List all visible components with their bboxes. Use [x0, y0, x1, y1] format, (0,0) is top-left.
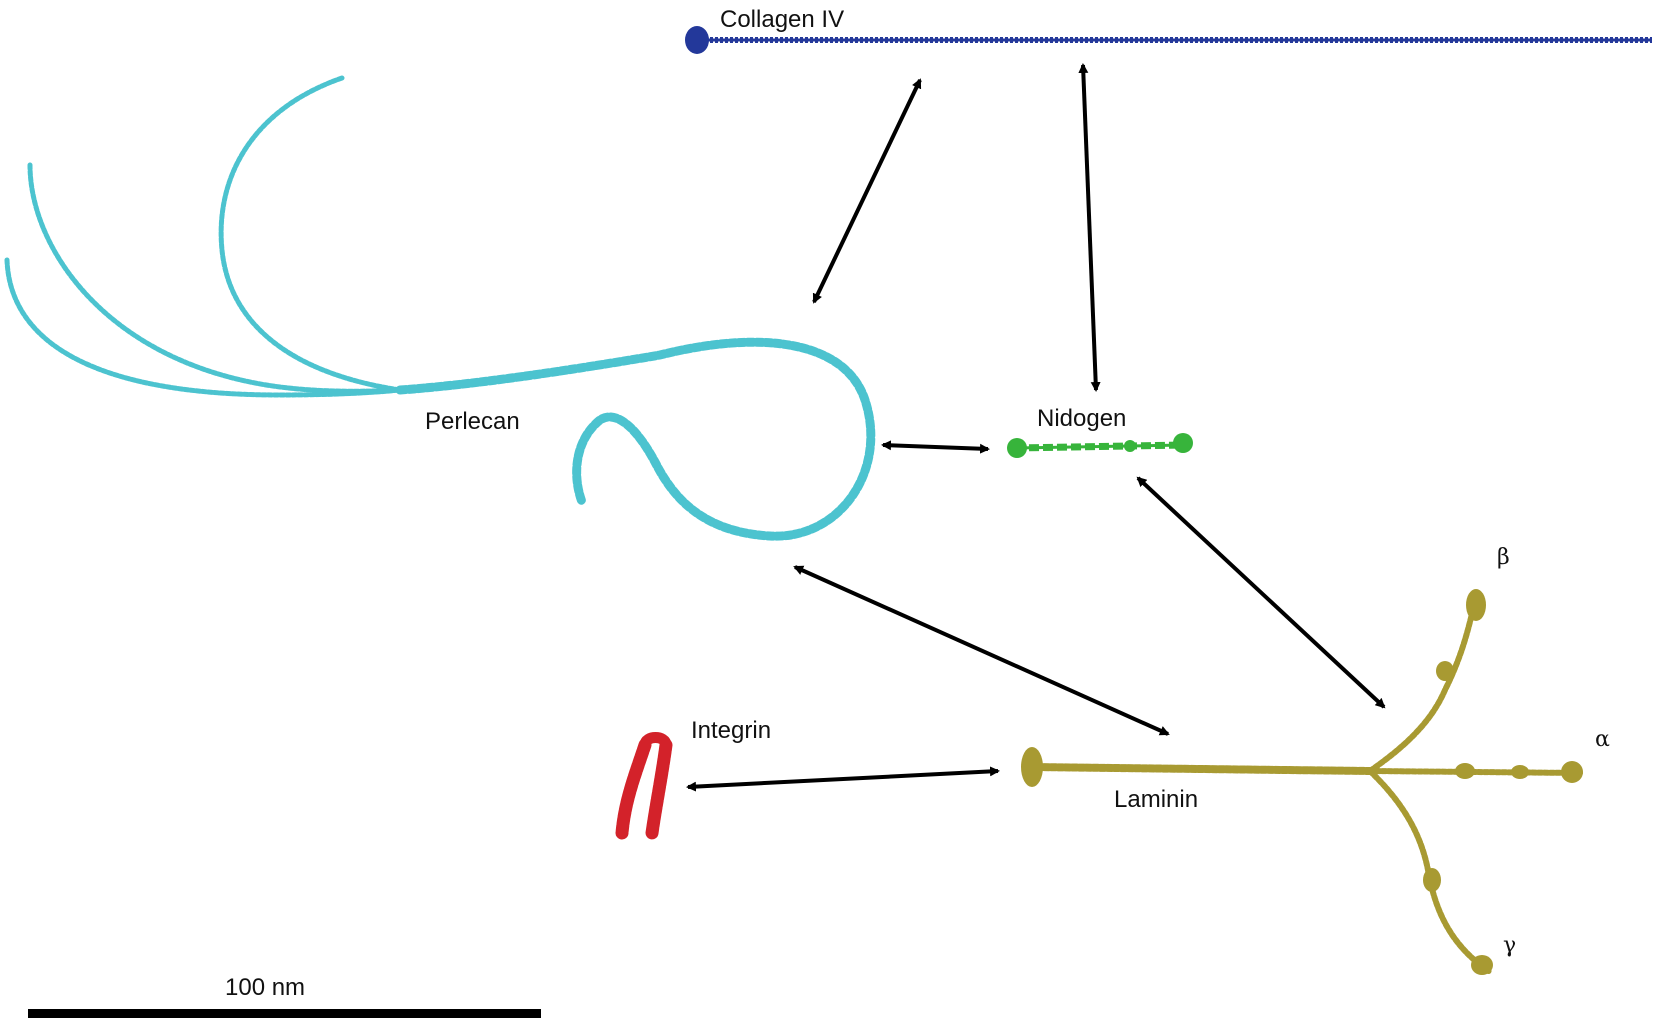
collagen-iv-molecule — [685, 26, 1652, 54]
nidogen-label: Nidogen — [1037, 405, 1127, 432]
scale-bar-label: 100 nm — [225, 974, 306, 1001]
arrow-perlecan-nidogen — [881, 440, 990, 454]
alpha-chain-label: α — [1595, 727, 1610, 752]
collagen-iv-label: Collagen IV — [720, 6, 845, 33]
beta-chain-label: β — [1497, 545, 1510, 570]
arrow-integrin-laminin — [686, 766, 1000, 792]
interaction-arrows — [686, 63, 1386, 792]
arrow-nidogen-laminin — [1136, 476, 1386, 709]
arrow-perlecan-laminin — [793, 565, 1170, 736]
collagen-head — [685, 26, 709, 54]
integrin-label: Integrin — [691, 717, 772, 744]
integrin-molecule — [615, 732, 673, 840]
perlecan-label: Perlecan — [425, 408, 520, 435]
scale-bar — [28, 1009, 541, 1018]
arrow-collagen-nidogen — [1078, 63, 1101, 392]
arrow-collagen-perlecan — [812, 78, 922, 304]
gamma-chain-label: γ — [1503, 933, 1517, 958]
perlecan-molecule — [4, 75, 876, 541]
laminin-label: Laminin — [1114, 786, 1199, 813]
nidogen-molecule — [1007, 433, 1193, 458]
laminin-molecule — [1021, 589, 1583, 975]
